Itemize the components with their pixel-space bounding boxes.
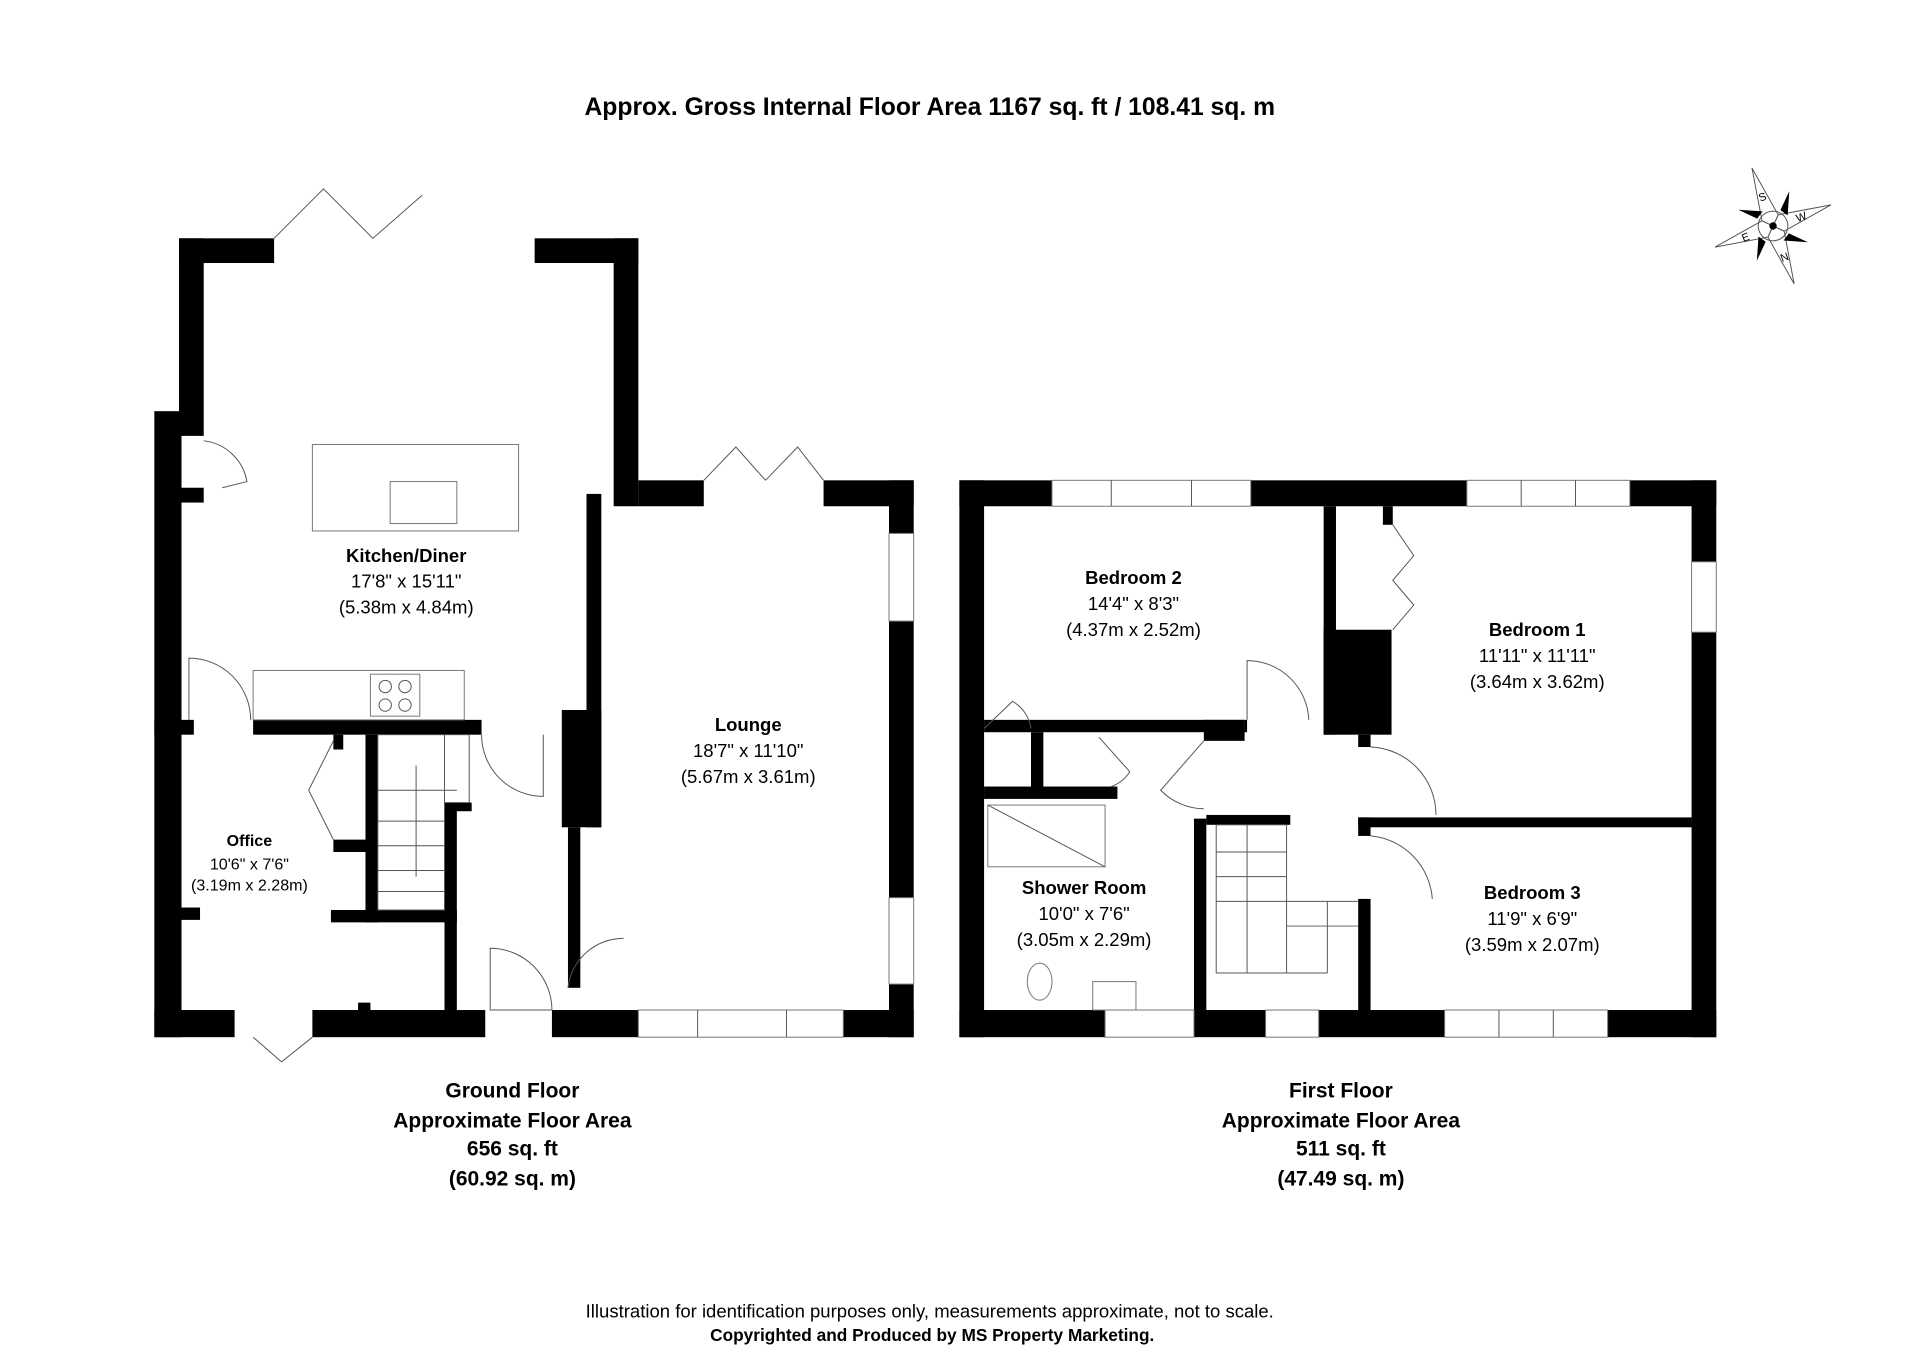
- ground-floor-fixtures: [188, 188, 915, 1063]
- svg-text:Ground Floor: Ground Floor: [445, 1080, 579, 1103]
- svg-text:18'7" x 11'10": 18'7" x 11'10": [693, 740, 803, 761]
- sink-icon: [389, 481, 458, 525]
- svg-text:17'8" x 15'11": 17'8" x 15'11": [351, 571, 461, 592]
- svg-text:N: N: [1779, 251, 1791, 265]
- svg-text:Bedroom 1: Bedroom 1: [1489, 619, 1586, 640]
- svg-text:Shower Room: Shower Room: [1022, 877, 1146, 898]
- compass-rose-icon: S W E N: [1714, 167, 1832, 285]
- room-bedroom-2: Bedroom 2 14'4" x 8'3" (4.37m x 2.52m): [1066, 567, 1201, 640]
- svg-text:(60.92 sq. m): (60.92 sq. m): [449, 1167, 576, 1190]
- basin-icon: [1092, 981, 1137, 1011]
- svg-text:11'11" x 11'11": 11'11" x 11'11": [1479, 645, 1596, 666]
- first-floor-walls: [959, 480, 1717, 1038]
- svg-text:(4.37m x 2.52m): (4.37m x 2.52m): [1066, 619, 1201, 640]
- svg-text:First Floor: First Floor: [1289, 1080, 1393, 1103]
- svg-text:14'4" x 8'3": 14'4" x 8'3": [1088, 593, 1179, 614]
- ground-floor-walls: [154, 238, 914, 1038]
- svg-text:511 sq. ft: 511 sq. ft: [1296, 1138, 1386, 1161]
- svg-text:(3.59m x 2.07m): (3.59m x 2.07m): [1465, 934, 1600, 955]
- svg-text:Kitchen/Diner: Kitchen/Diner: [346, 545, 466, 566]
- svg-text:10'0" x 7'6": 10'0" x 7'6": [1038, 903, 1129, 924]
- page-title: Approx. Gross Internal Floor Area 1167 s…: [584, 94, 1275, 121]
- disclaimer: Illustration for identification purposes…: [586, 1300, 1274, 1321]
- svg-text:656 sq. ft: 656 sq. ft: [467, 1138, 558, 1161]
- svg-text:Bedroom 2: Bedroom 2: [1085, 567, 1182, 588]
- ground-floor-summary: Ground Floor Approximate Floor Area 656 …: [393, 1080, 632, 1191]
- svg-text:(3.19m x 2.28m): (3.19m x 2.28m): [191, 876, 308, 894]
- room-shower-room: Shower Room 10'0" x 7'6" (3.05m x 2.29m): [1017, 877, 1152, 950]
- svg-text:Approximate Floor Area: Approximate Floor Area: [393, 1109, 632, 1132]
- svg-text:Lounge: Lounge: [715, 714, 782, 735]
- svg-text:Bedroom 3: Bedroom 3: [1484, 882, 1581, 903]
- room-lounge: Lounge 18'7" x 11'10" (5.67m x 3.61m): [681, 714, 816, 787]
- copyright: Copyrighted and Produced by MS Property …: [710, 1325, 1154, 1345]
- svg-text:Office: Office: [227, 832, 273, 850]
- svg-text:W: W: [1795, 210, 1809, 225]
- svg-text:(3.64m x 3.62m): (3.64m x 3.62m): [1470, 671, 1605, 692]
- svg-text:S: S: [1757, 191, 1768, 205]
- svg-text:(5.67m x 3.61m): (5.67m x 3.61m): [681, 766, 816, 787]
- room-bedroom-3: Bedroom 3 11'9" x 6'9" (3.59m x 2.07m): [1465, 882, 1600, 955]
- room-kitchen-diner: Kitchen/Diner 17'8" x 15'11" (5.38m x 4.…: [339, 545, 474, 618]
- first-floor-fixtures: [983, 479, 1717, 1038]
- svg-text:(5.38m x 4.84m): (5.38m x 4.84m): [339, 597, 474, 618]
- svg-text:11'9" x 6'9": 11'9" x 6'9": [1487, 908, 1577, 929]
- toilet-icon: [1026, 962, 1053, 1001]
- hob-icon: [369, 673, 421, 717]
- svg-text:(47.49 sq. m): (47.49 sq. m): [1277, 1167, 1404, 1190]
- svg-text:Approximate Floor Area: Approximate Floor Area: [1222, 1109, 1461, 1132]
- svg-text:10'6" x 7'6": 10'6" x 7'6": [210, 855, 289, 873]
- svg-text:E: E: [1740, 231, 1751, 245]
- room-bedroom-1: Bedroom 1 11'11" x 11'11" (3.64m x 3.62m…: [1470, 619, 1605, 692]
- first-floor-summary: First Floor Approximate Floor Area 511 s…: [1222, 1080, 1461, 1191]
- svg-text:(3.05m x 2.29m): (3.05m x 2.29m): [1017, 929, 1152, 950]
- room-office: Office 10'6" x 7'6" (3.19m x 2.28m): [191, 832, 308, 894]
